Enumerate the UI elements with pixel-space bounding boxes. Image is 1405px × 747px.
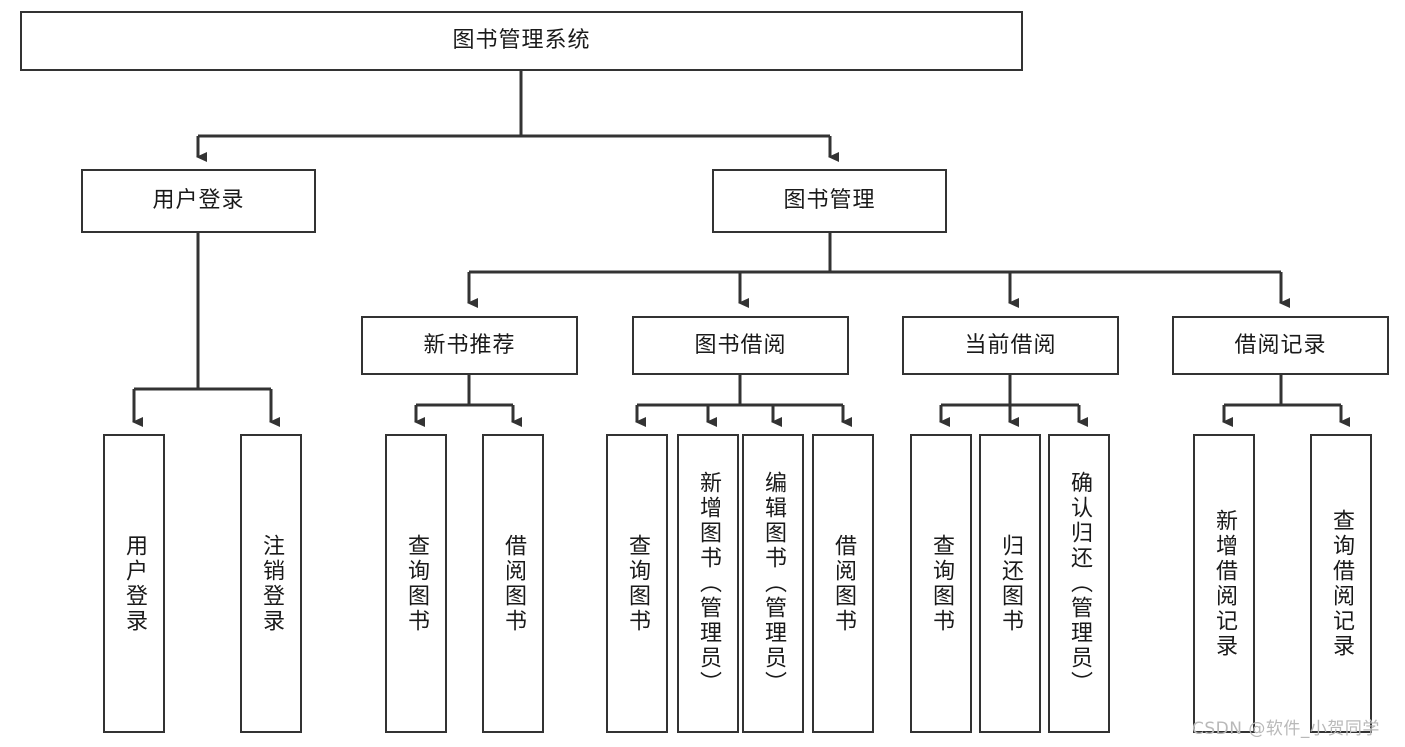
node-label: 图书管理 xyxy=(783,188,876,214)
leaf-borrow-edit-book-admin[interactable]: 编辑图书（管理员） xyxy=(742,434,804,733)
node-book-borrow[interactable]: 图书借阅 xyxy=(632,316,849,375)
leaf-user-login-logout[interactable]: 注销登录 xyxy=(240,434,302,733)
leaf-record-add-record[interactable]: 新增借阅记录 xyxy=(1193,434,1255,733)
leaf-current-confirm-return-admin[interactable]: 确认归还（管理员） xyxy=(1048,434,1110,733)
node-label: 当前借阅 xyxy=(964,332,1057,358)
node-label: 用户登录 xyxy=(122,533,147,634)
node-label: 新书推荐 xyxy=(423,332,516,358)
leaf-borrow-query-book[interactable]: 查询图书 xyxy=(606,434,668,733)
node-label: 查询借阅记录 xyxy=(1329,508,1354,659)
node-root-system[interactable]: 图书管理系统 xyxy=(20,11,1023,71)
node-label: 图书管理系统 xyxy=(452,28,591,54)
node-label: 注销登录 xyxy=(259,533,284,634)
node-label: 借阅图书 xyxy=(831,533,856,634)
node-label: 新增借阅记录 xyxy=(1212,508,1237,659)
leaf-borrow-add-book-admin[interactable]: 新增图书（管理员） xyxy=(677,434,739,733)
leaf-current-return-book[interactable]: 归还图书 xyxy=(979,434,1041,733)
node-label: 图书借阅 xyxy=(694,332,787,358)
node-label: 新增图书（管理员） xyxy=(696,471,721,696)
node-label: 借阅图书 xyxy=(501,533,526,634)
node-label: 查询图书 xyxy=(929,533,954,634)
node-label: 用户登录 xyxy=(152,188,245,214)
leaf-current-query-book[interactable]: 查询图书 xyxy=(910,434,972,733)
leaf-record-query-record[interactable]: 查询借阅记录 xyxy=(1310,434,1372,733)
leaf-recommend-borrow-book[interactable]: 借阅图书 xyxy=(482,434,544,733)
node-borrow-record[interactable]: 借阅记录 xyxy=(1172,316,1389,375)
node-new-book-recommend[interactable]: 新书推荐 xyxy=(361,316,578,375)
node-label: 查询图书 xyxy=(404,533,429,634)
leaf-recommend-query-book[interactable]: 查询图书 xyxy=(385,434,447,733)
node-label: 归还图书 xyxy=(998,533,1023,634)
node-current-borrow[interactable]: 当前借阅 xyxy=(902,316,1119,375)
node-label: 查询图书 xyxy=(625,533,650,634)
node-user-login[interactable]: 用户登录 xyxy=(81,169,316,233)
leaf-borrow-borrow-book[interactable]: 借阅图书 xyxy=(812,434,874,733)
node-label: 编辑图书（管理员） xyxy=(761,471,786,696)
node-label: 确认归还（管理员） xyxy=(1067,471,1092,696)
node-label: 借阅记录 xyxy=(1234,332,1327,358)
watermark-text: CSDN @软件_小贺同学 xyxy=(1192,719,1380,739)
node-book-management[interactable]: 图书管理 xyxy=(712,169,947,233)
leaf-user-login-login[interactable]: 用户登录 xyxy=(103,434,165,733)
